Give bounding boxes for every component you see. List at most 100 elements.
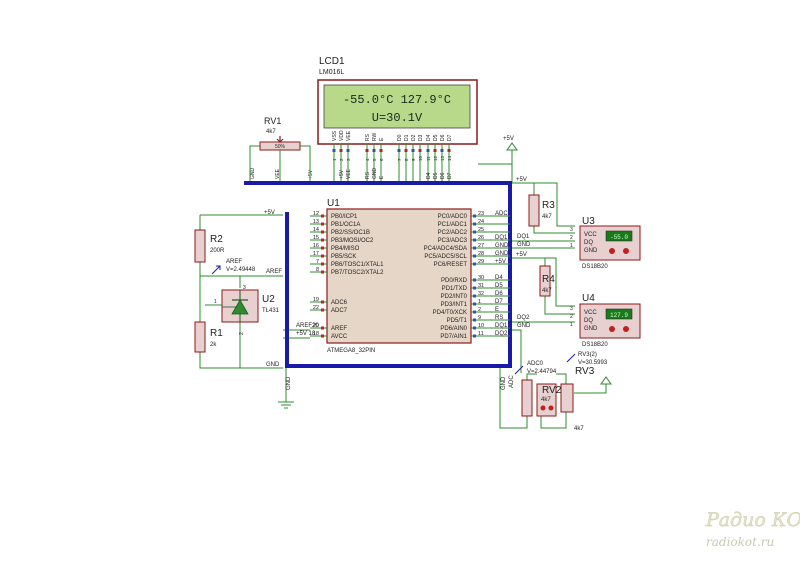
mcu-right-pin-name: PD4/T0/XCK xyxy=(433,310,467,316)
mcu-left-pin-number: 15 xyxy=(313,235,319,241)
lcd-pins: VSS1VDD2VEE3RS4RW5E6D07D18D29D310D411D51… xyxy=(250,130,453,183)
vcc-arrows xyxy=(506,142,612,385)
net-aref: AREF xyxy=(266,269,282,275)
lcd-pin-name: D1 xyxy=(404,134,410,141)
mcu-right-net: RS xyxy=(495,315,503,321)
lcd-pin-marker xyxy=(404,149,408,152)
probe-aref[interactable]: AREF V=2.49448 xyxy=(211,259,256,275)
lcd-net-label: RS xyxy=(365,171,371,179)
mcu-right-pin-number: 25 xyxy=(478,227,484,233)
mcu-left-pin-name: PB3/MOSI/OC2 xyxy=(331,238,374,244)
u4-display xyxy=(605,308,633,320)
mcu-left-pin-name: ADC7 xyxy=(331,308,348,314)
mcu-right-pin-name: PD3/INT1 xyxy=(441,302,468,308)
mcu-right-pin-number: 24 xyxy=(478,219,484,225)
lcd-pin-marker xyxy=(365,149,369,152)
rv2-potentiometer[interactable]: RV2 4k7 xyxy=(536,383,562,417)
mcu-right-pin-name: PC5/ADC5/SCL xyxy=(424,254,467,260)
mcu-pin-marker xyxy=(473,326,476,330)
lcd-pin-marker xyxy=(440,149,444,152)
watermark-title: Радио КОТ xyxy=(705,509,800,531)
mcu-ref: U1 xyxy=(327,198,340,209)
u4-down-button[interactable] xyxy=(609,326,615,332)
lcd-net-label: D6 xyxy=(440,172,446,179)
lcd-module[interactable]: LCD1 LM016L -55.0°C 127.9°C U=30.1V VSS1… xyxy=(250,56,478,183)
u3-down-button[interactable] xyxy=(609,248,615,254)
mcu-right-net: E xyxy=(495,307,499,313)
rv2-trimmer-left xyxy=(521,379,533,417)
mcu-right-pin-number: 27 xyxy=(478,243,484,249)
svg-text:2: 2 xyxy=(239,332,245,335)
rv3-potentiometer[interactable]: RV3 4k7 xyxy=(560,366,595,432)
lcd-pin-name: D5 xyxy=(433,134,439,141)
mcu-pin-marker xyxy=(321,246,324,250)
svg-text:GND: GND xyxy=(584,326,598,332)
mcu-right-pin-number: 29 xyxy=(478,259,484,265)
mcu-right-pin-number: 11 xyxy=(478,331,484,337)
u4-up-button[interactable] xyxy=(623,326,629,332)
probe-adc0-icon xyxy=(514,365,524,375)
lcd-pin-number: 1 xyxy=(332,158,337,161)
rv1-potentiometer[interactable]: RV1 4k7 50% xyxy=(259,116,301,151)
lcd-net-label: GND xyxy=(250,168,256,180)
resistor-r4[interactable]: R4 4k7 xyxy=(539,265,555,297)
resistor-r1[interactable]: R1 2k xyxy=(194,321,223,353)
mcu-pin-marker xyxy=(321,230,324,234)
lcd-pin-marker xyxy=(332,149,336,152)
lcd-pin-marker xyxy=(418,149,422,152)
mcu-pin-marker xyxy=(473,246,476,250)
ground-symbol xyxy=(278,401,294,409)
lcd-pin-name: D4 xyxy=(426,134,432,141)
sensor-u4[interactable]: U4 127.9 VCC DQ GND 3 2 1 DS18B20 xyxy=(570,293,641,348)
mcu-pin-marker xyxy=(473,238,476,242)
lcd-net-label: D4 xyxy=(426,172,432,179)
resistor-r2[interactable]: R2 200R xyxy=(194,229,225,263)
svg-text:GND: GND xyxy=(517,323,531,329)
svg-text:ADC0: ADC0 xyxy=(527,361,544,367)
r2-value: 200R xyxy=(210,248,225,254)
lcd-pin-number: 5 xyxy=(372,158,377,161)
probe-rv3-icon xyxy=(566,353,576,363)
mcu-pin-marker xyxy=(473,254,476,258)
lcd-model: LM016L xyxy=(319,69,344,76)
mcu-pin-marker xyxy=(321,334,324,338)
mcu-right-net: DQ1 xyxy=(495,235,508,241)
mcu-right-net: D6 xyxy=(495,291,503,297)
resistor-r3[interactable]: R3 4k7 xyxy=(528,194,555,227)
lcd-pin-marker xyxy=(426,149,430,152)
rv2-up-button[interactable] xyxy=(548,405,554,411)
mcu-pin-marker xyxy=(473,278,476,282)
mcu-right-net: D7 xyxy=(495,299,503,305)
mcu-left-pin-number: 22 xyxy=(313,305,319,311)
mcu-pin-marker xyxy=(321,262,324,266)
lcd-pin-number: 7 xyxy=(397,158,402,161)
rv2-down-button[interactable] xyxy=(540,405,546,411)
mcu-pin-marker xyxy=(473,310,476,314)
mcu-right-pin-name: PC6/RESET xyxy=(434,262,468,268)
u3-up-button[interactable] xyxy=(623,248,629,254)
lcd-screen xyxy=(323,84,471,129)
svg-text:3: 3 xyxy=(570,306,573,312)
lcd-net-label: +5V xyxy=(308,169,314,179)
lcd-frame xyxy=(317,79,478,145)
mcu-right-net: DQ2 xyxy=(495,331,508,337)
probe-rv3[interactable]: RV3(2) V=30.5993 xyxy=(566,352,608,366)
bus-lines xyxy=(244,181,512,368)
probe-adc0[interactable]: ADC0 V=2.44794 xyxy=(514,361,557,375)
svg-text:DQ: DQ xyxy=(584,240,593,246)
mcu-right-pin-number: 32 xyxy=(478,291,484,297)
mcu-pin-marker xyxy=(473,214,476,218)
lcd-net-label: VEE xyxy=(275,168,281,179)
svg-text:DQ1: DQ1 xyxy=(517,234,530,240)
lcd-pin-number: 11 xyxy=(426,156,431,161)
svg-text:3: 3 xyxy=(243,285,246,291)
mcu-left-pin-number: 14 xyxy=(313,227,319,233)
svg-text:VCC: VCC xyxy=(584,232,597,238)
u2-tl431[interactable]: U2 TL431 3 1 2 xyxy=(214,285,280,335)
mcu-left-pin-number: 13 xyxy=(313,219,319,225)
r2-ref: R2 xyxy=(210,234,223,245)
sensor-u3[interactable]: U3 -55.0 VCC DQ GND 3 2 1 DS18B20 xyxy=(570,216,641,270)
